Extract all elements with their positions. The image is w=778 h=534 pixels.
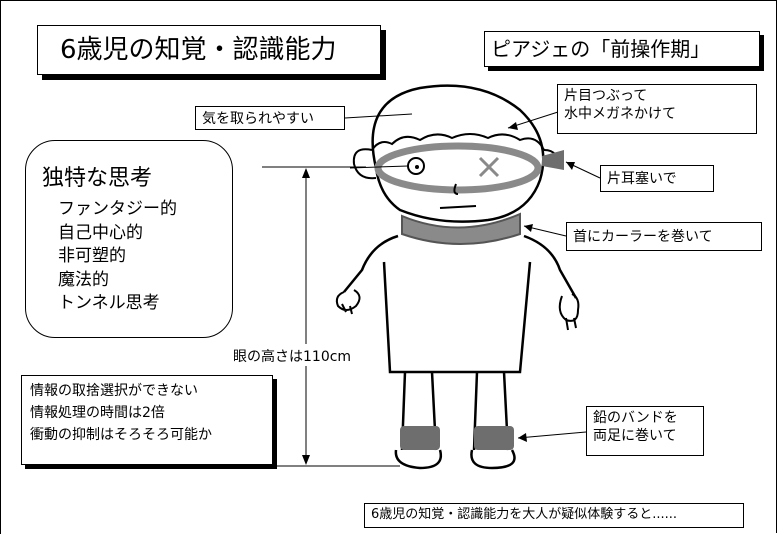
- callout-distracted: 気を取られやすい: [195, 106, 345, 130]
- footer-caption: 6歳児の知覚・認識能力を大人が疑似体験すると......: [364, 503, 744, 528]
- left-ear: [352, 148, 377, 180]
- unique-thinking-panel: 独特な思考 ファンタジー的 自己中心的 非可塑的 魔法的 トンネル思考: [25, 140, 233, 338]
- info-line: 情報の取捨選択ができない: [30, 383, 198, 399]
- info-line: 情報処理の時間は2倍: [30, 405, 165, 421]
- list-item: ファンタジー的: [58, 199, 177, 219]
- diving-goggles: [374, 142, 542, 194]
- leader-kio: [344, 113, 413, 119]
- callout-eye: 片目つぶって 水中メガネかけて: [557, 84, 757, 134]
- list-item: 非可塑的: [58, 246, 126, 266]
- callout-eye-line-1: 片目つぶって: [564, 88, 648, 104]
- hair-line: [371, 133, 545, 151]
- leader-eye-level: [349, 165, 409, 169]
- nose: [453, 183, 459, 195]
- thinking-title: 独特な思考: [42, 166, 153, 191]
- arrow-head-down: [302, 455, 310, 465]
- neck-collar: [401, 212, 521, 245]
- closed-eye-x: [478, 156, 500, 178]
- left-foot: [394, 449, 443, 470]
- right-foot: [470, 449, 516, 470]
- callout-leg-line-2: 両足に巻いて: [593, 428, 677, 444]
- slide-frame-left-edge: [0, 0, 1, 534]
- eye-height-label: 眼の高さは110cm: [232, 346, 353, 366]
- slide-title: 6歳児の知覚・認識能力: [37, 25, 381, 75]
- mouth: [439, 205, 477, 209]
- leader-leg: [517, 431, 587, 439]
- list-item: 魔法的: [58, 269, 109, 290]
- left-hand: [335, 289, 361, 315]
- lead-band-right: [474, 426, 514, 450]
- theory-label: ピアジェの「前操作期」: [484, 31, 760, 67]
- thinking-list: ファンタジー的 自己中心的 非可塑的 魔法的 トンネル思考: [58, 198, 177, 316]
- list-item: トンネル思考: [58, 293, 160, 313]
- callout-neck: 首にカーラーを巻いて: [566, 222, 762, 251]
- info-line: 衝動の抑制はそろそろ可能か: [30, 427, 212, 443]
- body-outline: [343, 234, 578, 374]
- right-hand: [558, 293, 580, 331]
- callout-leg: 鉛のバンドを 両足に巻いて: [586, 406, 704, 456]
- callout-leg-line-1: 鉛のバンドを: [593, 410, 678, 426]
- list-item: 自己中心的: [58, 222, 143, 243]
- callout-eye-line-2: 水中メガネかけて: [564, 106, 676, 122]
- info-processing-box: 情報の取捨選択ができない 情報処理の時間は2倍 衝動の抑制はそろそろ可能か: [21, 375, 273, 465]
- ear-plug: [542, 150, 564, 170]
- callout-ear: 片耳塞いで: [600, 165, 714, 192]
- lead-band-left: [400, 426, 440, 450]
- legs: [400, 371, 510, 451]
- arrow-head-up: [302, 168, 310, 178]
